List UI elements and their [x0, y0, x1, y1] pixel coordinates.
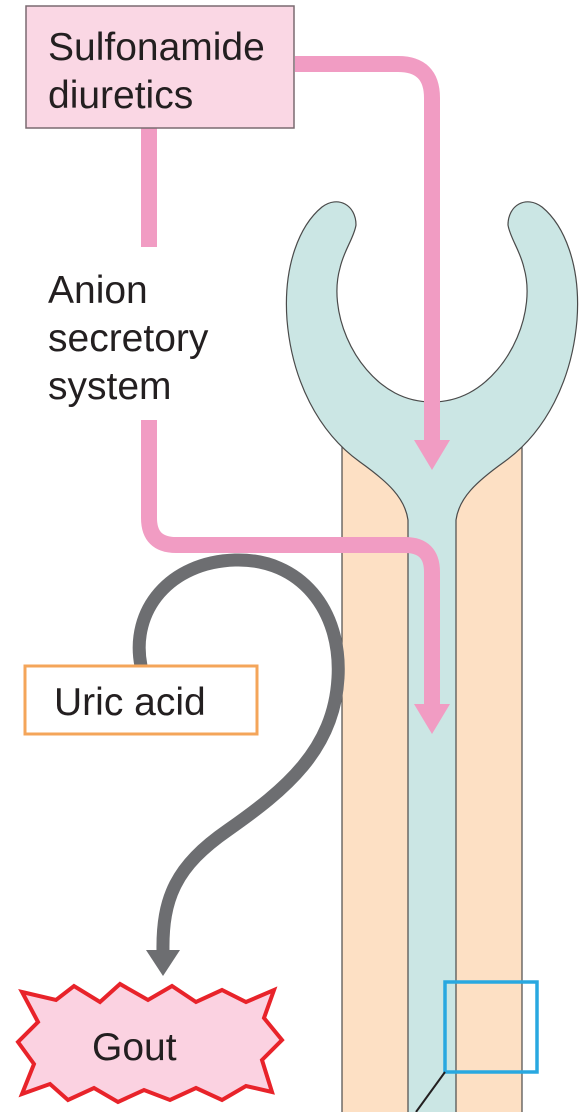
drug-label-line2: diuretics	[48, 74, 193, 117]
gout-label: Gout	[92, 1026, 177, 1069]
system-label-line3: system	[48, 365, 172, 408]
gout-arrow-head	[146, 950, 180, 976]
uric-acid-to-gout-arrow	[139, 560, 338, 952]
system-label-line1: Anion	[48, 269, 148, 312]
uric-acid-label: Uric acid	[54, 681, 206, 724]
system-label-line2: secretory	[48, 317, 209, 360]
drug-label-line1: Sulfonamide	[48, 26, 265, 69]
